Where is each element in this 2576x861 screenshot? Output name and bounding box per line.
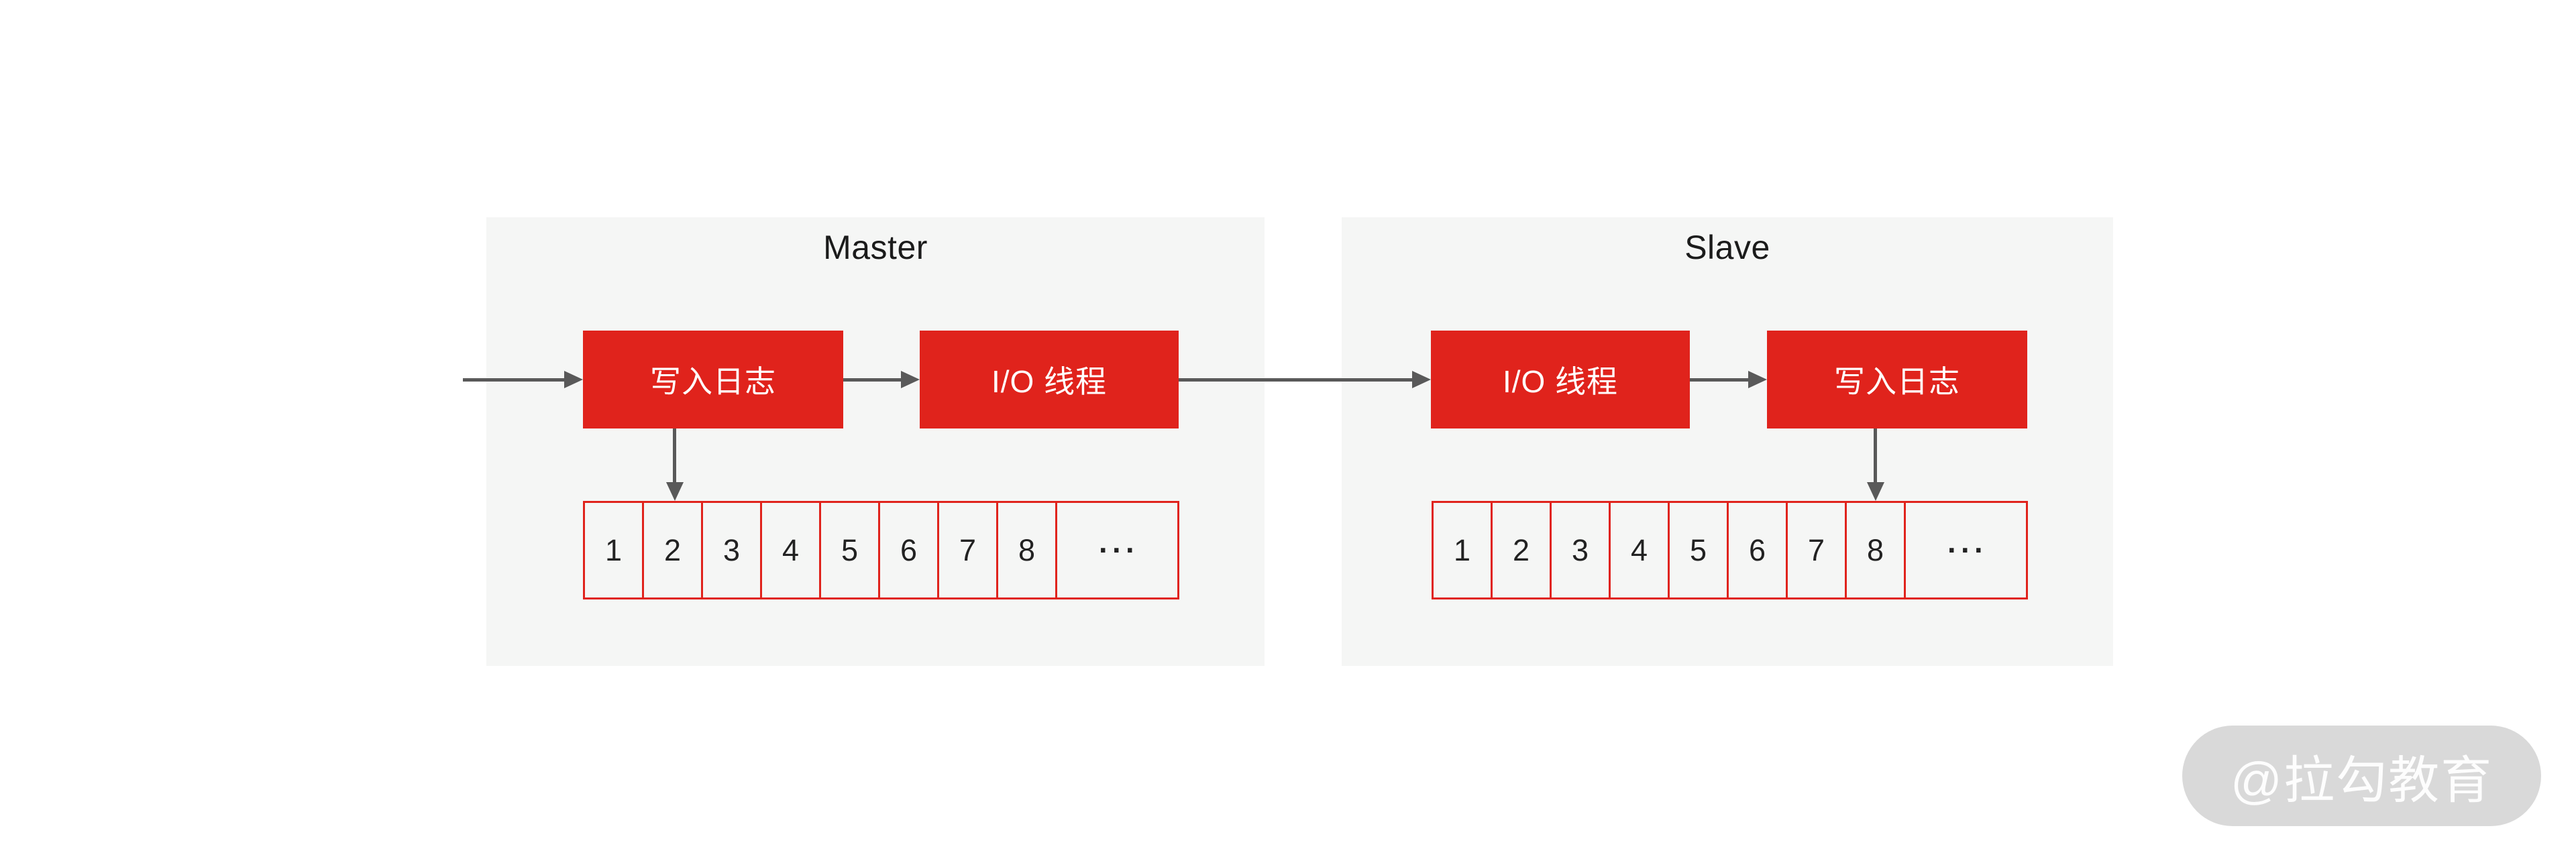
slave-binlog-row: 1 2 3 4 5 6 7 8 ···	[1432, 501, 2028, 599]
slave-write-log-box: 写入日志	[1767, 331, 2027, 428]
slave-binlog-cell-ellipsis: ···	[1904, 503, 2026, 597]
arrow-head-iothread-to-writelog-slave-icon	[1748, 371, 1767, 388]
master-io-thread-box: I/O 线程	[920, 331, 1179, 428]
slave-io-thread-label: I/O 线程	[1502, 364, 1619, 399]
master-io-thread-label: I/O 线程	[991, 364, 1108, 399]
slave-write-log-label: 写入日志	[1834, 364, 1960, 399]
slave-binlog-cell: 2	[1491, 503, 1550, 597]
slave-binlog-cell: 6	[1727, 503, 1786, 597]
slave-binlog-cell: 8	[1845, 503, 1904, 597]
arrow-line-master-writelog-to-binlog	[673, 428, 676, 482]
arrow-head-master-to-slave-icon	[1412, 371, 1431, 388]
arrow-head-writelog-to-iothread-master-icon	[901, 371, 920, 388]
master-panel	[486, 217, 1265, 666]
slave-panel-title: Slave	[1684, 229, 1770, 266]
master-binlog-row: 1 2 3 4 5 6 7 8 ···	[583, 501, 1179, 599]
arrow-line-slave-writelog-to-binlog	[1874, 428, 1877, 482]
arrow-line-iothread-to-writelog-slave	[1690, 378, 1748, 382]
arrow-head-slave-writelog-to-binlog-icon	[1867, 482, 1884, 501]
master-binlog-cell: 2	[642, 503, 701, 597]
slave-binlog-cell: 3	[1550, 503, 1609, 597]
master-binlog-cell: 4	[760, 503, 819, 597]
master-binlog-cell: 8	[996, 503, 1055, 597]
arrow-head-into-master-write-log-icon	[564, 371, 583, 388]
arrow-line-master-to-slave	[1179, 378, 1412, 382]
master-binlog-cell: 1	[604, 532, 623, 567]
arrow-line-into-master-write-log	[463, 378, 564, 382]
master-binlog-cell: 3	[701, 503, 760, 597]
master-panel-title: Master	[823, 229, 928, 266]
master-binlog-cell: 7	[937, 503, 996, 597]
slave-io-thread-box: I/O 线程	[1431, 331, 1690, 428]
master-binlog-cell-ellipsis: ···	[1055, 503, 1177, 597]
slave-binlog-cell: 7	[1786, 503, 1845, 597]
slave-binlog-cell: 4	[1609, 503, 1668, 597]
master-binlog-cell: 5	[819, 503, 878, 597]
slave-binlog-cell: 1	[1453, 532, 1471, 567]
arrow-head-master-writelog-to-binlog-icon	[666, 482, 684, 501]
arrow-line-writelog-to-iothread-master	[843, 378, 901, 382]
watermark-label: @拉勾教育	[2230, 752, 2493, 809]
slave-binlog-cell: 5	[1668, 503, 1727, 597]
master-write-log-box: 写入日志	[583, 331, 843, 428]
master-write-log-label: 写入日志	[650, 364, 776, 399]
watermark-badge: @拉勾教育	[2182, 726, 2541, 826]
master-binlog-cell: 6	[878, 503, 937, 597]
